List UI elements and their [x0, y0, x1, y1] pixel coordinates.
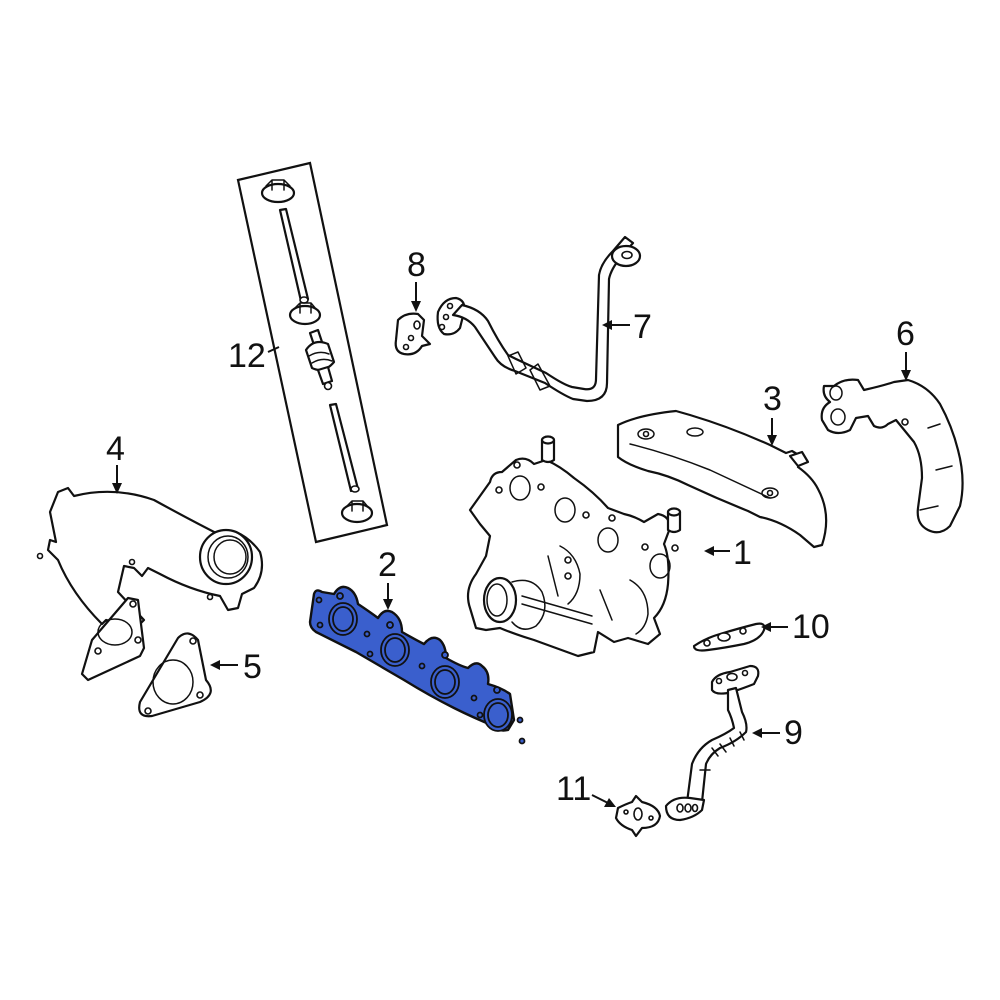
part-9-oil-return-pipe[interactable]	[664, 664, 760, 822]
part-11-oil-return-gasket[interactable]	[614, 794, 662, 838]
callout-1[interactable]: 1	[733, 534, 752, 572]
callout-6[interactable]: 6	[896, 315, 915, 353]
part-2-exhaust-manifold-gasket[interactable]	[308, 585, 526, 745]
callout-5[interactable]: 5	[243, 648, 262, 686]
callout-9[interactable]: 9	[784, 714, 803, 752]
callout-12[interactable]: 12	[228, 337, 266, 375]
callout-2[interactable]: 2	[378, 546, 397, 584]
callout-7[interactable]: 7	[633, 308, 652, 346]
part-1-turbocharger[interactable]	[466, 435, 682, 658]
part-3-heat-shield[interactable]	[616, 409, 828, 549]
part-10-oil-return-gasket[interactable]	[692, 622, 766, 652]
callout-11[interactable]: 11	[556, 770, 591, 808]
callout-10[interactable]: 10	[792, 608, 830, 646]
callout-labels: 1 2 3 4 5 6 7 8 9 10 11 12	[106, 246, 915, 808]
callout-leaders	[112, 282, 911, 807]
part-8-oil-feed-gasket[interactable]	[394, 312, 432, 356]
part-6-coolant-pipe[interactable]	[820, 378, 964, 534]
callout-8[interactable]: 8	[407, 246, 426, 284]
part-12-installation-kit[interactable]	[236, 161, 389, 544]
part-7-oil-feed-pipe[interactable]	[436, 235, 642, 403]
callout-4[interactable]: 4	[106, 430, 125, 468]
callout-3[interactable]: 3	[763, 380, 782, 418]
part-4-outlet-pipe[interactable]	[36, 486, 264, 682]
part-5-outlet-pipe-gasket[interactable]	[138, 632, 212, 718]
